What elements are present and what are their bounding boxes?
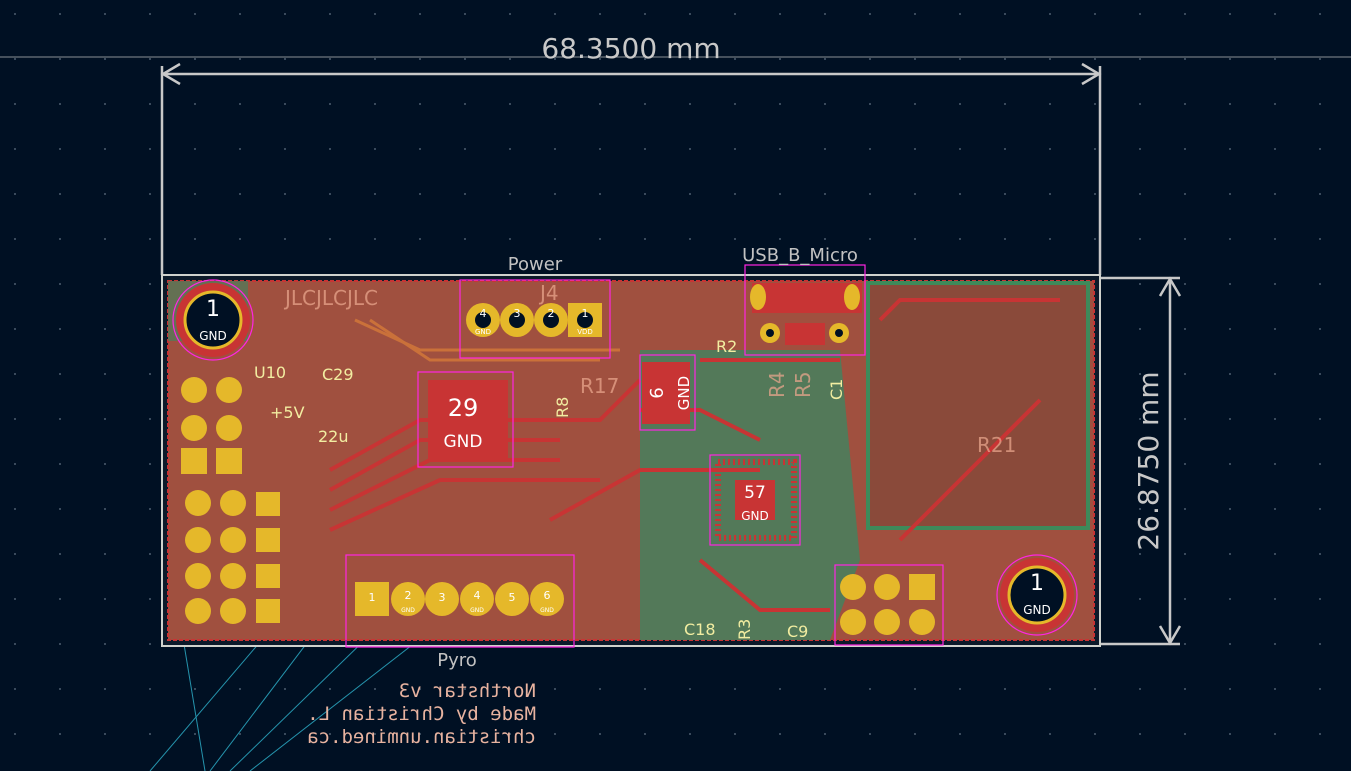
ic-regulator[interactable]: 9 GND <box>642 362 693 424</box>
pad-number: 2 <box>548 307 555 320</box>
mount-hole-right[interactable]: 1 GND <box>996 554 1078 636</box>
pyro-label: Pyro <box>437 650 477 671</box>
pad-number: 1 <box>1030 571 1044 596</box>
power-connector-j4[interactable]: 4 GND 3 2 1 VDD <box>466 303 602 337</box>
gnss-module-area <box>866 281 1090 530</box>
ic-mcu[interactable]: 57 GND <box>715 459 797 541</box>
pad-number: 1 <box>582 307 589 320</box>
pad-number: 57 <box>744 483 766 503</box>
ref-r21: R21 <box>977 433 1016 457</box>
usb-label: USB_B_Micro <box>742 245 858 266</box>
pad-number: 9 <box>645 387 666 398</box>
mount-hole-left[interactable]: 1 GND <box>172 279 254 361</box>
ref-c29: C29 <box>322 365 354 384</box>
ref-r17: R17 <box>580 374 619 398</box>
width-dimension[interactable] <box>160 62 1102 275</box>
pad-net: VDD <box>577 328 593 336</box>
usb-connector[interactable] <box>750 283 862 345</box>
courtyards <box>345 264 944 648</box>
pad-net: GND <box>675 376 693 410</box>
credit-line-3: christian.unmined.ca <box>307 726 536 748</box>
height-dimension-label: 26.8750 mm <box>1132 371 1165 550</box>
pyro-connector[interactable]: 1 2 GND 3 4 GND 5 6 GND <box>355 582 564 616</box>
value-22u: 22u <box>318 427 349 446</box>
pad-number: 3 <box>439 591 446 604</box>
power-label: Power <box>508 254 563 275</box>
pad-number: 4 <box>474 589 481 602</box>
pad-number: 1 <box>206 297 220 322</box>
pad-number: 2 <box>405 589 412 602</box>
width-dimension-label: 68.3500 mm <box>541 32 720 65</box>
pad-net: GND <box>540 607 554 614</box>
credit-line-1: Northstar v3 <box>398 680 536 702</box>
pad-net: GND <box>741 509 769 523</box>
ref-r3: R3 <box>735 619 754 640</box>
pad-number: 3 <box>514 307 521 320</box>
jlc-marker: JLCJLCJLC <box>283 286 378 310</box>
ref-c18: C18 <box>684 620 716 639</box>
bottom-right-header[interactable] <box>840 574 935 635</box>
pad-number: 6 <box>544 589 551 602</box>
pad-number: 4 <box>480 307 487 320</box>
ref-j4: J4 <box>538 281 559 305</box>
pad-net: GND <box>199 329 227 343</box>
pad-net: GND <box>401 607 415 614</box>
ic-u29[interactable]: 29 GND <box>428 380 508 460</box>
pad-number: 29 <box>448 394 479 422</box>
ref-r2: R2 <box>716 337 737 356</box>
board-credits: Northstar v3 Made by Christian L. christ… <box>300 680 536 749</box>
ref-r5: R5 <box>791 371 815 398</box>
credit-line-2: Made by Christian L. <box>307 703 536 725</box>
pad-number: 1 <box>369 591 376 604</box>
height-dimension[interactable] <box>1100 276 1182 646</box>
ref-u10: U10 <box>254 363 286 382</box>
ref-r8: R8 <box>553 397 572 418</box>
pad-net: GND <box>444 432 483 452</box>
left-pin-headers[interactable] <box>181 377 280 624</box>
ref-c9: C9 <box>787 622 808 641</box>
pad-net: GND <box>475 328 491 336</box>
pad-net: GND <box>470 607 484 614</box>
net-5v: +5V <box>270 403 305 422</box>
ref-c1: C1 <box>827 379 846 400</box>
ref-r4: R4 <box>765 371 789 398</box>
pad-net: GND <box>1023 603 1051 617</box>
back-traces <box>354 318 620 362</box>
pad-number: 5 <box>509 591 516 604</box>
